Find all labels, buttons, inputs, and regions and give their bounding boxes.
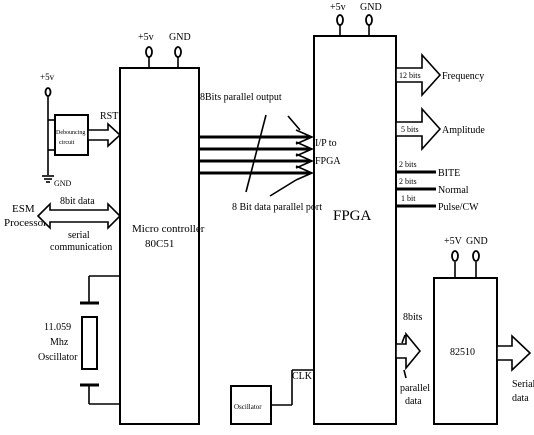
serial-label-2: communication [50, 242, 112, 253]
clk-label: CLK [292, 371, 313, 382]
microcontroller-model: 80C51 [145, 238, 174, 250]
serial-label-1: serial [68, 230, 90, 241]
bite-label: BITE [438, 168, 460, 179]
esm-label-1: ESM [12, 203, 35, 215]
uart-vcc-pin [451, 250, 459, 262]
fpga-vcc-pin [336, 14, 344, 26]
debounce-vcc-label: +5v [40, 72, 55, 82]
mcu-vcc-pin [145, 46, 153, 58]
normal-label: Normal [438, 185, 469, 196]
uart-section: 82510 +5V GND 8bits parallel data Serial… [395, 236, 534, 425]
amplitude-label: Amplitude [442, 125, 485, 136]
mcu-power-pins: +5v GND [138, 32, 191, 68]
debounce-gnd-label: GND [54, 179, 72, 188]
uart-label: 82510 [450, 347, 475, 358]
serial-data-arrow [496, 334, 532, 372]
frequency-arrow [395, 52, 442, 98]
microcontroller-label: Micro controller [132, 223, 205, 235]
mcu-vcc-label: +5v [138, 32, 154, 43]
uart-box [433, 277, 498, 425]
parallel-bus: 8Bits parallel output 8 Bit data paralle… [199, 92, 341, 213]
serial-data-label-1: Serial [512, 379, 534, 390]
fpga-gnd-label: GND [360, 2, 382, 13]
fpga-input-label-1: I/P to [315, 138, 337, 149]
crystal-label-3: Oscillator [38, 352, 78, 363]
fpga-outputs: 12 bits Frequency 5 bits Amplitude 2 bit… [395, 52, 485, 213]
crystal-label-1: 11.059 [44, 322, 71, 333]
esm-label-2: Processor [4, 217, 47, 229]
mcu-gnd-label: GND [169, 32, 191, 43]
crystal-body [81, 316, 98, 370]
amplitude-bits: 5 bits [401, 125, 419, 134]
debounce-label-2: circuit [59, 140, 75, 146]
parallel-label-1: parallel [400, 383, 430, 394]
ground-symbol [42, 175, 54, 183]
fpga-block: FPGA [313, 35, 397, 425]
clock-section: Oscillator CLK [230, 369, 314, 425]
debounce-vcc-pin [44, 87, 52, 97]
frequency-bits: 12 bits [399, 71, 421, 80]
parallel-label-2: data [405, 396, 422, 407]
fpga-power-pins: +5v GND [330, 2, 382, 36]
fpga-label: FPGA [333, 208, 372, 224]
fpga-gnd-pin [365, 14, 373, 26]
uart-bits-label: 8bits [403, 312, 423, 323]
frequency-label: Frequency [442, 71, 484, 82]
rst-label: RST [100, 111, 118, 122]
serial-comm-arrow [36, 202, 122, 230]
esm-data-label: 8bit data [60, 196, 95, 207]
rst-arrow [87, 122, 122, 148]
uart-vcc-label: +5V [444, 236, 463, 247]
pulse-bits: 1 bit [401, 194, 416, 203]
oscillator-label: Oscillator [234, 403, 262, 411]
crystal-section: 11.059 Mhz Oscillator [38, 275, 120, 405]
uart-gnd-label: GND [466, 236, 488, 247]
fpga-vcc-label: +5v [330, 2, 346, 13]
microcontroller-block: Micro controller 80C51 [119, 67, 205, 425]
bus-port-label: 8 Bit data parallel port [232, 202, 322, 213]
debounce-label-1: Debouncing [56, 130, 85, 136]
bus-output-label: 8Bits parallel output [200, 92, 282, 103]
amplitude-arrow [395, 106, 442, 152]
bite-bits: 2 bits [399, 160, 417, 169]
fpga-input-label-2: FPGA [315, 156, 341, 167]
pulse-label: Pulse/CW [438, 202, 479, 213]
parallel-data-arrow [395, 331, 422, 371]
esm-section: ESM Processor 8bit data serial communica… [4, 196, 122, 253]
uart-gnd-pin [472, 250, 480, 262]
debounce-section: +5v Debouncing circuit GND RST [40, 72, 122, 188]
crystal-label-2: Mhz [50, 337, 69, 348]
serial-data-label-2: data [512, 393, 529, 404]
mcu-gnd-pin [174, 46, 182, 58]
normal-bits: 2 bits [399, 177, 417, 186]
oscillator-box [230, 385, 272, 425]
